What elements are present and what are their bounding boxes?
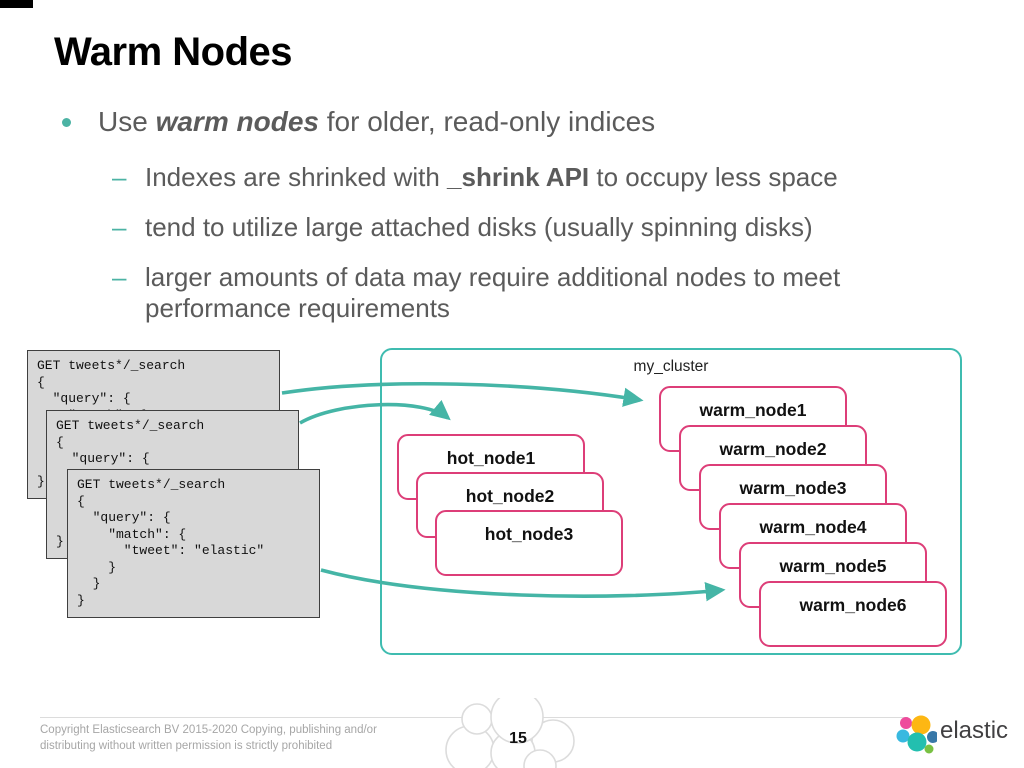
copyright-text: Copyright Elasticsearch BV 2015-2020 Cop…	[40, 722, 377, 754]
node-label: warm_node6	[799, 595, 907, 615]
sub-bullet-dash-icon: –	[112, 162, 127, 192]
bullet-dot-icon	[62, 118, 71, 127]
slide-title: Warm Nodes	[54, 30, 293, 74]
sub-bullet-1-text: to occupy less space	[589, 162, 838, 192]
page-number: 15	[509, 730, 527, 747]
sub-bullet-dash-icon: –	[112, 212, 127, 242]
sub-bullet-1-bold: _shrink API	[447, 162, 590, 192]
node-label: hot_node1	[446, 448, 536, 468]
code-snippet: GET tweets*/_search { "query": { "match"…	[77, 477, 265, 608]
node-label: hot_node2	[465, 486, 555, 506]
main-bullet-text: for older, read-only indices	[318, 106, 656, 137]
main-bullet: Use warm nodes for older, read-only indi…	[98, 106, 655, 138]
node-label: warm_node1	[699, 400, 807, 420]
node-label: warm_node4	[759, 517, 867, 537]
sub-bullet-3-line2: performance requirements	[145, 293, 450, 323]
elastic-logo-icon	[896, 715, 937, 754]
sub-bullet-dash-icon: –	[112, 262, 127, 292]
cluster-box: my_cluster hot_node1 hot_node2 hot_node3…	[380, 348, 962, 655]
copyright-line2: distributing without written permission …	[40, 740, 333, 752]
elastic-logo-text: elastic	[940, 717, 1009, 744]
node-label: hot_node3	[484, 524, 574, 544]
main-bullet-emphasis: warm nodes	[155, 106, 319, 137]
cloud-page-badge-icon	[445, 698, 575, 768]
warm-node-6: warm_node6	[759, 581, 947, 647]
sub-bullet-3: larger amounts of data may require addit…	[145, 262, 840, 324]
node-label: warm_node3	[739, 478, 847, 498]
sub-bullet-1: Indexes are shrinked with _shrink API to…	[145, 162, 838, 193]
sub-bullet-1-text: Indexes are shrinked with	[145, 162, 448, 192]
node-label: warm_node2	[719, 439, 827, 459]
sub-bullet-2: tend to utilize large attached disks (us…	[145, 212, 813, 242]
cluster-label: my_cluster	[633, 358, 709, 375]
main-bullet-text: Use	[98, 106, 156, 137]
corner-mark	[0, 0, 33, 8]
code-box-3: GET tweets*/_search { "query": { "match"…	[67, 469, 320, 618]
sub-bullet-3-line1: larger amounts of data may require addit…	[145, 262, 841, 292]
hot-node-3: hot_node3	[435, 510, 623, 576]
copyright-line1: Copyright Elasticsearch BV 2015-2020 Cop…	[40, 724, 377, 736]
node-label: warm_node5	[779, 556, 887, 576]
